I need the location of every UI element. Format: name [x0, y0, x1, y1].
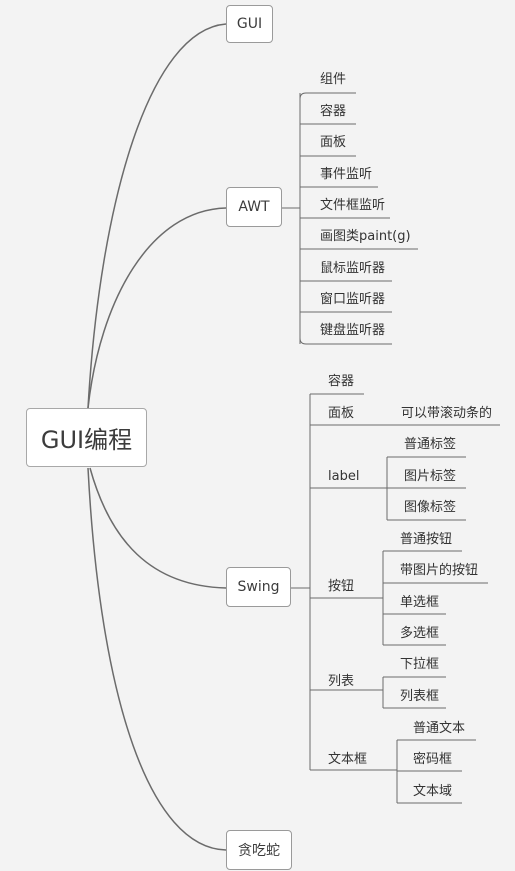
swing-item-textbox[interactable]: 文本框	[328, 752, 368, 767]
awt-label: AWT	[238, 199, 270, 215]
swing-item-button[interactable]: 按钮	[328, 579, 355, 594]
root-node[interactable]: GUI编程	[26, 408, 147, 467]
awt-item-component[interactable]: 组件	[320, 72, 347, 87]
swing-item-label[interactable]: label	[328, 469, 360, 484]
awt-item-panel[interactable]: 面板	[320, 135, 347, 150]
awt-item-container[interactable]: 容器	[320, 104, 347, 119]
gui-label: GUI	[236, 16, 263, 32]
gui-node[interactable]: GUI	[226, 5, 273, 43]
button-item-radio[interactable]: 单选框	[400, 595, 440, 610]
swing-item-panel-scrollable[interactable]: 可以带滚动条的	[401, 406, 493, 421]
label-item-plain[interactable]: 普通标签	[404, 437, 457, 452]
swing-item-list[interactable]: 列表	[328, 674, 355, 689]
awt-item-mouse-listener[interactable]: 鼠标监听器	[320, 261, 386, 276]
list-item-combobox[interactable]: 下拉框	[400, 657, 440, 672]
text-item-plain[interactable]: 普通文本	[413, 721, 466, 736]
text-item-area[interactable]: 文本域	[413, 784, 453, 799]
button-item-checkbox[interactable]: 多选框	[400, 626, 440, 641]
button-item-plain[interactable]: 普通按钮	[400, 532, 453, 547]
awt-item-event-listener[interactable]: 事件监听	[320, 167, 373, 182]
button-item-image[interactable]: 带图片的按钮	[400, 563, 479, 578]
label-item-picture[interactable]: 图片标签	[404, 469, 457, 484]
awt-item-paint[interactable]: 画图类paint(g)	[320, 229, 411, 244]
snake-node[interactable]: 贪吃蛇	[226, 830, 292, 870]
swing-node[interactable]: Swing	[226, 567, 291, 607]
root-label: GUI编程	[40, 426, 133, 454]
snake-label: 贪吃蛇	[238, 843, 280, 859]
list-item-listbox[interactable]: 列表框	[400, 689, 440, 704]
awt-node[interactable]: AWT	[226, 187, 282, 227]
swing-item-panel[interactable]: 面板	[328, 406, 355, 421]
awt-item-file-dialog-listener[interactable]: 文件框监听	[320, 198, 386, 213]
awt-item-window-listener[interactable]: 窗口监听器	[320, 292, 386, 307]
label-item-image[interactable]: 图像标签	[404, 500, 457, 515]
swing-label: Swing	[237, 579, 280, 595]
text-item-password[interactable]: 密码框	[413, 752, 453, 767]
swing-item-container[interactable]: 容器	[328, 374, 355, 389]
awt-item-keyboard-listener[interactable]: 键盘监听器	[320, 323, 386, 338]
